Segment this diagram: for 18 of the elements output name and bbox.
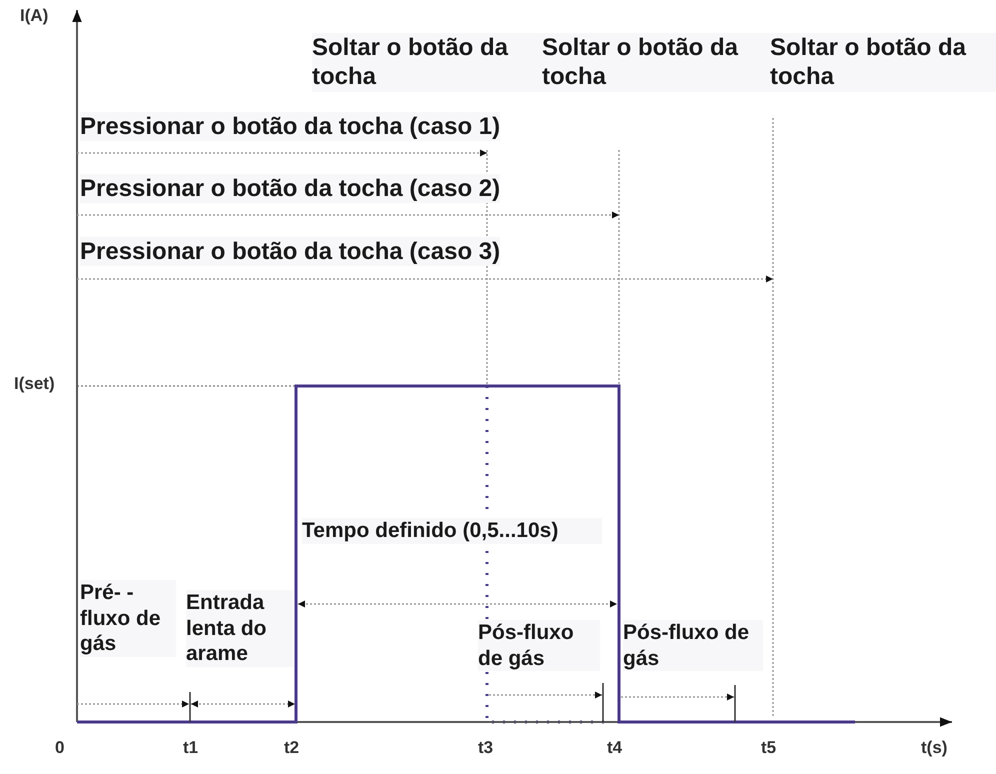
annotation-text: Pré- -fluxo de gás [80,580,176,657]
tick-label: t3 [478,738,494,759]
axis-label: I(A) [20,6,48,27]
annotation-text: Pressionar o botão da tocha (caso 2) [80,174,500,204]
annotation-text: Pressionar o botão da tocha (caso 1) [80,112,500,142]
tick-label: 0 [55,738,64,759]
tick-label: t5 [761,738,776,759]
annotation-text: Pós-fluxo de gás [478,620,600,672]
tick-label: t4 [607,738,622,759]
annotation-text: Tempo definido (0,5...10s) [302,518,602,544]
tick-label: t2 [284,738,300,759]
axis-label: I(set) [14,374,55,395]
annotation-text: Soltar o botão da tocha [770,33,996,92]
tick-label: t1 [183,738,198,759]
annotation-text: Pressionar o botão da tocha (caso 3) [80,237,500,266]
annotation-text: Pós-fluxo de gás [623,620,763,672]
annotation-text: Entrada lenta do arame [186,590,294,667]
axis-label: t(s) [921,738,948,759]
